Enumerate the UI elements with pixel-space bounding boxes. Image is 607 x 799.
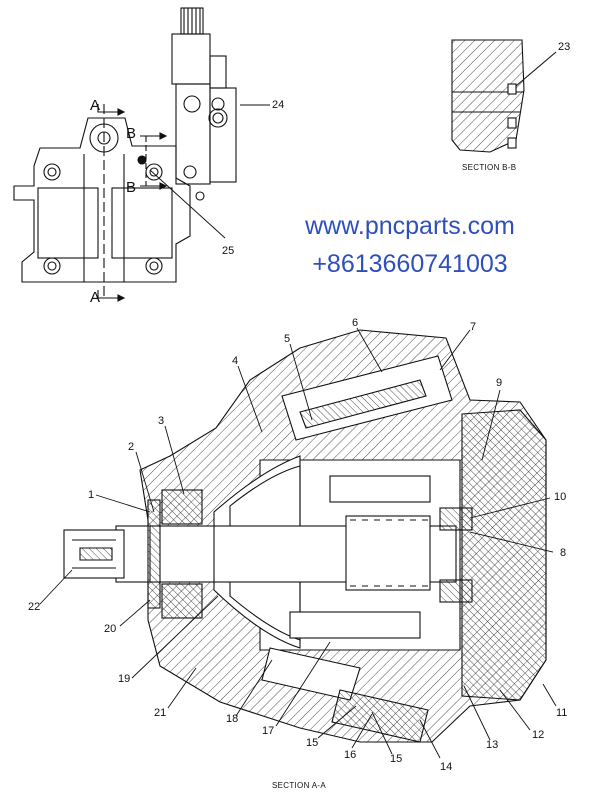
callout-16: 16 xyxy=(344,749,356,761)
callout-22: 22 xyxy=(28,601,40,613)
watermark-url: www.pncparts.com xyxy=(305,212,515,240)
callout-24: 24 xyxy=(272,99,284,111)
piston-upper xyxy=(329,475,431,503)
top-view xyxy=(13,7,237,302)
section-bb-body xyxy=(451,39,525,153)
callout-20: 20 xyxy=(104,623,116,635)
callout-8: 8 xyxy=(560,547,566,559)
watermark-phone: +8613660741003 xyxy=(312,250,508,278)
spring xyxy=(345,515,431,591)
caption-section-bb: SECTION B-B xyxy=(462,163,516,172)
front-bearing xyxy=(161,489,203,525)
callout-4: 4 xyxy=(232,355,238,367)
section-bb xyxy=(451,39,557,153)
callout-6: 6 xyxy=(352,317,358,329)
callout-25: 25 xyxy=(222,245,234,257)
callout-23: 23 xyxy=(558,41,570,53)
section-marker-b-bottom: B xyxy=(126,179,136,196)
callout-17: 17 xyxy=(262,725,274,737)
section-marker-a-bottom: A xyxy=(90,289,100,306)
pump-housing-outline xyxy=(13,117,191,283)
callout-15-left: 15 xyxy=(306,737,318,749)
callout-19: 19 xyxy=(118,673,130,685)
leader-lines xyxy=(39,104,557,759)
callout-5: 5 xyxy=(284,333,290,345)
callout-7: 7 xyxy=(470,321,476,333)
callout-2: 2 xyxy=(128,441,134,453)
callout-21: 21 xyxy=(154,707,166,719)
callout-9: 9 xyxy=(496,377,502,389)
callout-11: 11 xyxy=(556,707,567,719)
callout-3: 3 xyxy=(158,415,164,427)
lower-control-piston xyxy=(331,689,429,743)
caption-section-aa: SECTION A-A xyxy=(272,781,326,790)
callout-1: 1 xyxy=(88,489,94,501)
section-marker-a-top: A xyxy=(90,97,100,114)
callout-14: 14 xyxy=(440,761,452,773)
callout-18: 18 xyxy=(226,713,238,725)
callout-10: 10 xyxy=(554,491,566,503)
callout-15-right: 15 xyxy=(390,753,402,765)
callout-13: 13 xyxy=(486,739,498,751)
section-aa xyxy=(63,329,547,743)
callout-12: 12 xyxy=(532,729,544,741)
piston-lower xyxy=(289,611,421,639)
end-cap xyxy=(461,409,547,701)
section-marker-b-top: B xyxy=(126,125,136,142)
